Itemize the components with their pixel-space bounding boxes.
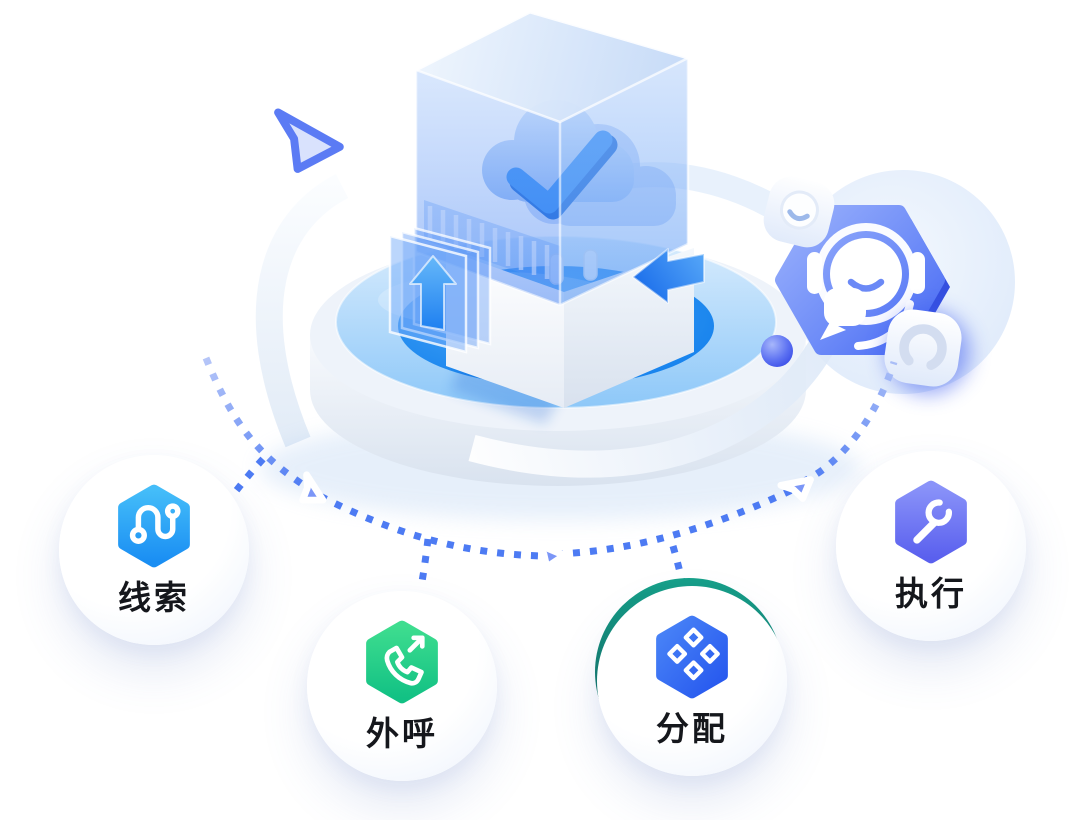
node-label: 线索: [118, 579, 190, 616]
flow-node-outbound-call: 外呼: [307, 591, 497, 781]
outbound-phone-icon: [366, 620, 438, 704]
orbit-sphere: [761, 335, 793, 367]
cursor-arrow-icon: [534, 543, 566, 569]
document-stack: [388, 226, 492, 354]
flow-node-assign: 分配: [597, 586, 787, 776]
node-label: 执行: [895, 575, 967, 612]
up-arrow-icon: [409, 255, 457, 331]
diamond-grid-icon: [656, 615, 728, 699]
flow-node-leads: 线索: [59, 455, 249, 645]
route-icon: [118, 484, 190, 568]
smile-badge: [763, 176, 835, 248]
flow-node-execute: 执行: [836, 451, 1026, 641]
node-bubble: 线索: [59, 455, 249, 645]
cursor-arrow-icon: [269, 112, 344, 175]
wrench-icon: [895, 480, 967, 564]
node-label: 分配: [656, 710, 728, 747]
customer-service-badge: [763, 176, 970, 394]
node-bubble: 执行: [836, 451, 1026, 641]
node-label: 外呼: [366, 715, 438, 752]
orbit-ring-left: [255, 173, 349, 448]
node-bubble: 分配: [597, 586, 787, 776]
node-bubble: 外呼: [307, 591, 497, 781]
ring-badge: [884, 309, 970, 394]
left-arrow-icon: [632, 248, 705, 304]
